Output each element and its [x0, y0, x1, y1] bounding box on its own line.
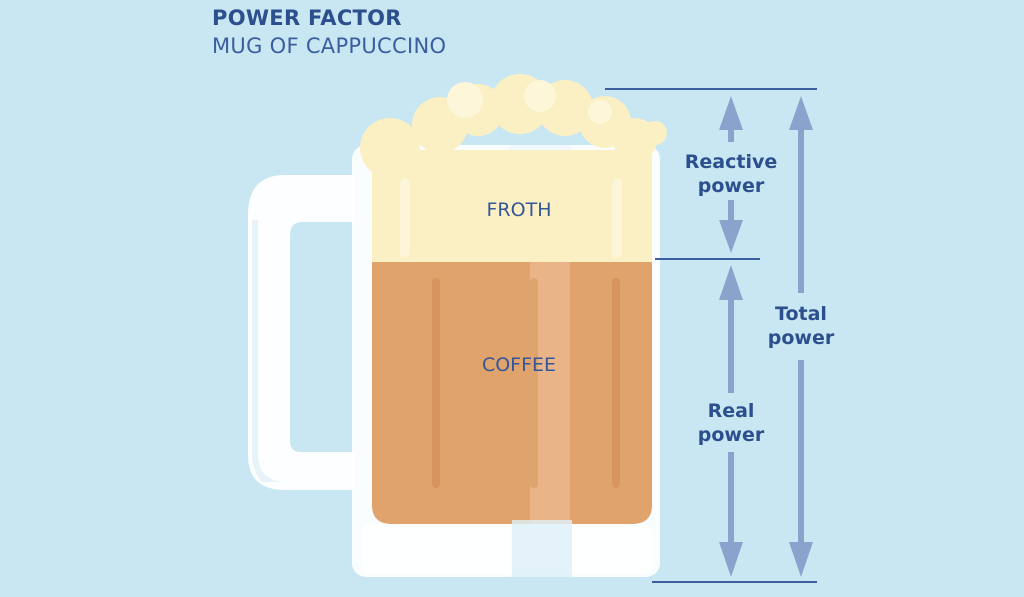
froth-layer	[360, 74, 667, 262]
reactive-power-label-line2: power	[698, 175, 765, 197]
mug-base-highlight	[512, 520, 572, 577]
reactive-power-arrow	[719, 96, 743, 253]
foam-bubbles-icon	[360, 74, 667, 178]
total-power-label-line1: Total	[775, 303, 827, 325]
real-power-label-line2: power	[698, 424, 765, 446]
total-power-label-line2: power	[768, 327, 835, 349]
coffee-layer	[372, 262, 652, 524]
mug-handle-icon	[248, 175, 355, 490]
reactive-power-label-line1: Reactive	[685, 151, 777, 173]
froth-label: FROTH	[487, 199, 552, 221]
total-power-arrow	[789, 96, 813, 577]
page-subtitle: MUG OF CAPPUCCINO	[212, 34, 447, 58]
mug-base	[362, 524, 652, 574]
real-power-label-line1: Real	[708, 400, 755, 422]
coffee-label: COFFEE	[482, 354, 556, 376]
page-title: POWER FACTOR	[212, 6, 402, 30]
real-power-arrow	[719, 265, 743, 577]
